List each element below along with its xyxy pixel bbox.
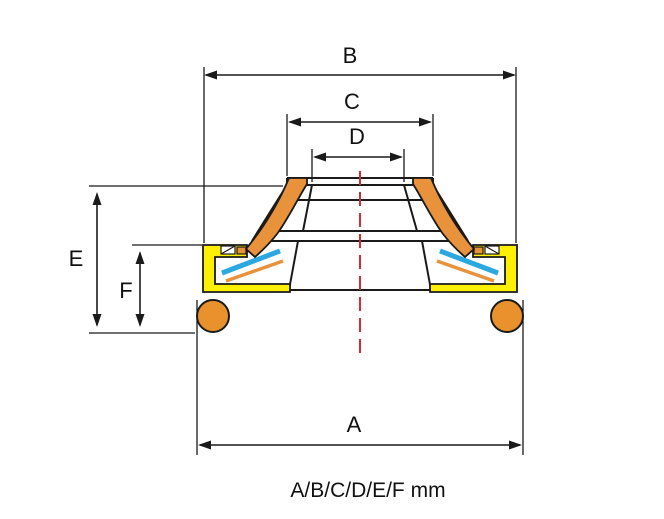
crimp-details bbox=[220, 245, 500, 255]
o-rings bbox=[196, 299, 524, 333]
dimension-a-extension-lines bbox=[196, 300, 524, 455]
dimension-b-extension-lines bbox=[203, 67, 517, 243]
spring-left bbox=[221, 248, 281, 276]
seal-lip-right bbox=[412, 177, 476, 259]
seal-lip-left bbox=[244, 177, 308, 259]
dimension-c: C bbox=[286, 89, 434, 176]
dimension-c-extension-lines bbox=[286, 114, 434, 176]
dimension-label-e: E bbox=[69, 246, 84, 271]
o-ring-left bbox=[196, 299, 230, 333]
garter-springs bbox=[221, 248, 499, 276]
dimension-d-extension-lines bbox=[311, 149, 405, 182]
dimension-a: A bbox=[196, 300, 524, 455]
lower-bore-right-line bbox=[421, 240, 432, 291]
dimension-label-b: B bbox=[343, 43, 358, 68]
dimension-f: F bbox=[119, 244, 202, 327]
spring-right bbox=[439, 248, 499, 276]
inner-strip-right bbox=[436, 259, 495, 283]
inner-seal-strips bbox=[225, 259, 495, 283]
lower-bore-left-line bbox=[288, 240, 299, 291]
inner-strip-left bbox=[225, 259, 284, 283]
crimp-seal-right bbox=[473, 246, 484, 255]
dimension-e-extension-lines bbox=[89, 185, 283, 334]
dimension-label-c: C bbox=[344, 89, 360, 114]
dimension-label-d: D bbox=[349, 124, 365, 149]
crimp-hatch-left bbox=[220, 245, 236, 255]
dimension-b: B bbox=[203, 43, 517, 243]
dimension-d: D bbox=[311, 124, 405, 182]
dimension-e: E bbox=[69, 185, 283, 334]
crimp-hatch-right bbox=[484, 245, 500, 255]
sealing-lips bbox=[244, 177, 476, 259]
dimension-label-a: A bbox=[347, 412, 362, 437]
bore-left-line bbox=[302, 184, 313, 232]
crimp-seal-left bbox=[236, 246, 247, 255]
dimension-label-f: F bbox=[119, 278, 132, 303]
caption: A/B/C/D/E/F mm bbox=[290, 479, 445, 502]
o-ring-right bbox=[490, 299, 524, 333]
bore-right-line bbox=[403, 184, 418, 232]
